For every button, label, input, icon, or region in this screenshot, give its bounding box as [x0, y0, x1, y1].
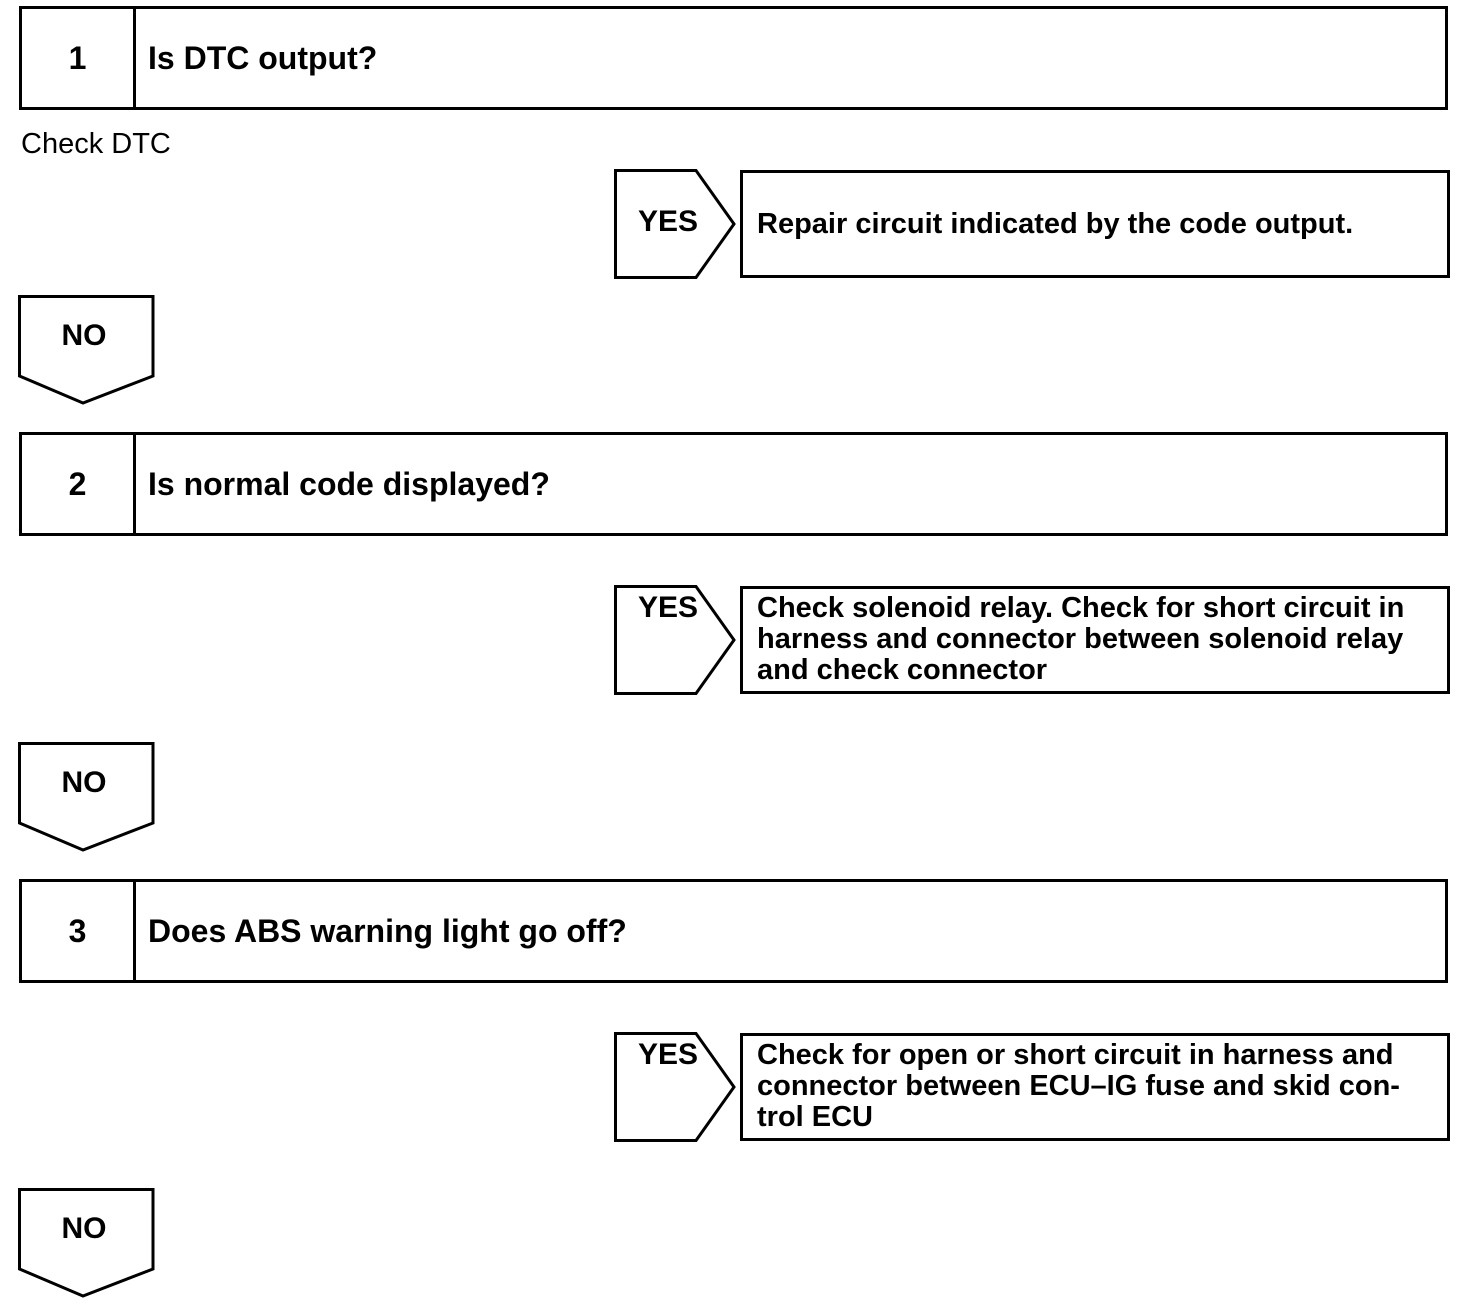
step-3-number: 3 — [22, 882, 136, 980]
step-1-question: Is DTC output? — [148, 39, 378, 76]
step-1-box: 1 Is DTC output? — [19, 6, 1448, 110]
step-3-no-arrow: NO — [18, 1188, 156, 1300]
step-3-no-label: NO — [61, 1212, 107, 1245]
step-2-no-label: NO — [61, 766, 107, 799]
step-1-no-arrow: NO — [18, 295, 156, 407]
step-2-number: 2 — [22, 435, 136, 533]
step-2-yes-result: Check solenoid relay. Check for short ci… — [740, 586, 1450, 694]
step-1-number: 1 — [22, 9, 136, 107]
step-3-question: Does ABS warning light go off? — [148, 912, 627, 949]
step-1-no-label: NO — [61, 319, 107, 352]
step-2-no-arrow: NO — [18, 742, 156, 854]
step-3-box: 3 Does ABS warning light go off? — [19, 879, 1448, 983]
step-2-yes-label: YES — [637, 591, 699, 624]
step-1-yes-label: YES — [637, 205, 699, 238]
step-3-yes-label: YES — [637, 1038, 699, 1071]
step-1-yes-arrow: YES — [614, 169, 736, 279]
step-2-question: Is normal code displayed? — [148, 465, 550, 502]
step-1-note: Check DTC — [21, 128, 171, 160]
step-2-box: 2 Is normal code displayed? — [19, 432, 1448, 536]
step-3-yes-arrow: YES — [614, 1032, 736, 1142]
step-2-yes-arrow: YES — [614, 585, 736, 695]
step-1-yes-result: Repair circuit indicated by the code out… — [740, 170, 1450, 278]
step-3-yes-result: Check for open or short circuit in harne… — [740, 1033, 1450, 1141]
